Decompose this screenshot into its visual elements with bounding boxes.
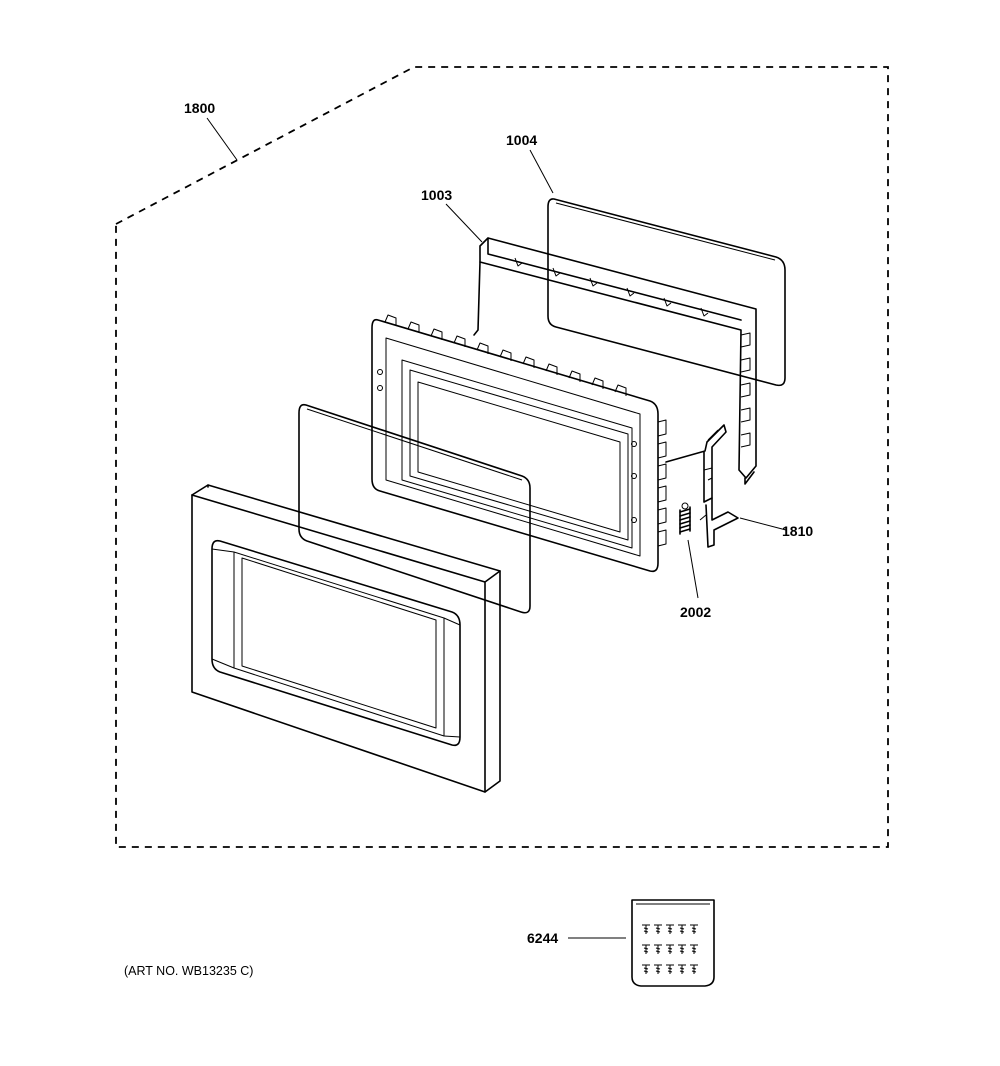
screw-icon — [654, 924, 662, 934]
part-1003-frame[interactable] — [473, 237, 757, 485]
glass-panel[interactable] — [298, 403, 531, 614]
assembly-boundary-1800 — [115, 66, 889, 848]
screw-icon — [654, 964, 662, 974]
screw-icon — [654, 944, 662, 954]
screw-icon — [678, 964, 686, 974]
screw-icon — [678, 924, 686, 934]
screw-icon — [666, 964, 674, 974]
callout-1800: 1800 — [184, 100, 215, 116]
callout-1004: 1004 — [506, 132, 537, 148]
screw-icon — [690, 944, 698, 954]
callout-1810: 1810 — [782, 523, 813, 539]
leader-lines — [206, 117, 787, 939]
screw-icon — [666, 924, 674, 934]
door-chassis[interactable] — [371, 314, 667, 573]
part-1810-latch[interactable] — [665, 424, 739, 548]
screw-icon — [666, 944, 674, 954]
front-frame[interactable] — [191, 484, 501, 793]
screw-icon — [642, 924, 650, 934]
callout-1003: 1003 — [421, 187, 452, 203]
callout-6244: 6244 — [527, 930, 558, 946]
screw-icon — [642, 964, 650, 974]
part-6244-screw-pack[interactable] — [631, 899, 715, 987]
callout-2002: 2002 — [680, 604, 711, 620]
screw-icon — [678, 944, 686, 954]
screw-icon — [690, 924, 698, 934]
part-1004-panel[interactable] — [547, 198, 786, 387]
art-number: (ART NO. WB13235 C) — [124, 964, 253, 978]
screw-icon — [642, 944, 650, 954]
screw-icon — [690, 964, 698, 974]
part-2002-spring[interactable] — [679, 502, 691, 535]
